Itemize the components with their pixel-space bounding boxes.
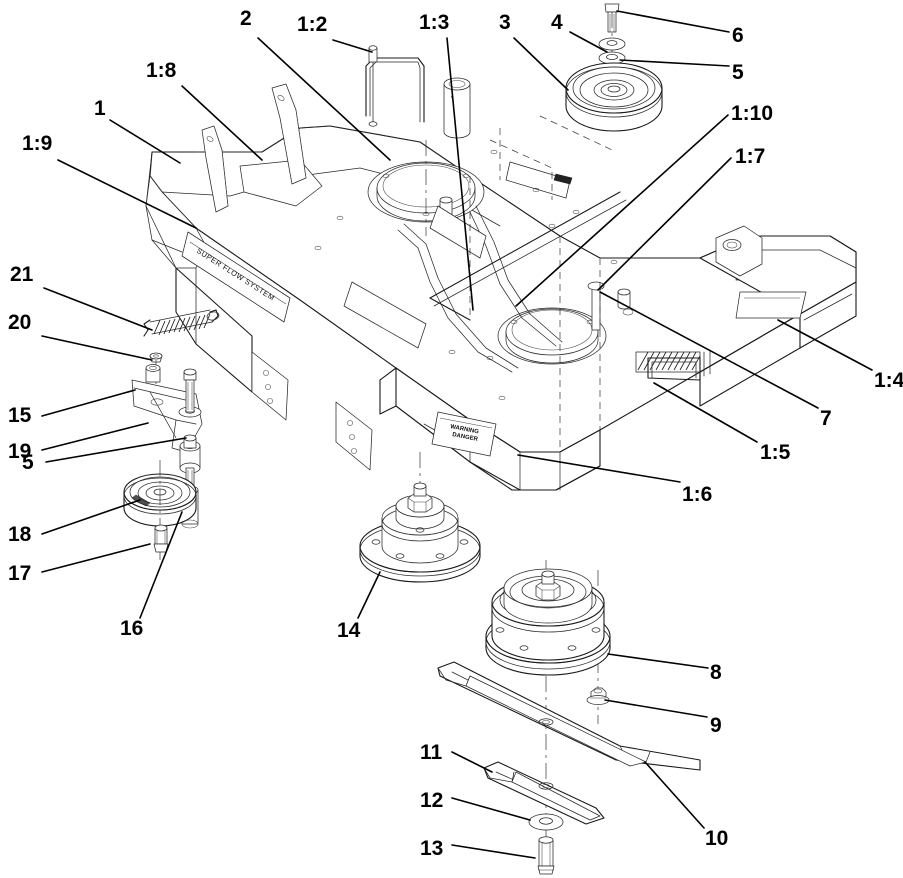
deck-mount-tabs-left [201,83,307,213]
mower-deck-assembly: SUPER FLOW SYSTEM [145,45,857,491]
callout-label-20: 20 [8,311,32,334]
leader-line-18 [41,499,141,535]
callout-label-21: 21 [10,263,34,286]
callout-label-2: 2 [240,7,252,30]
leader-line-4 [569,31,608,53]
deck-cylinder-post [443,77,471,139]
flat-idler-pulley-stack [565,3,663,132]
warning-decal-line1: WARNING [450,424,480,435]
leader-line-10 [644,761,705,829]
deck-hanger-plate-mid [335,401,373,471]
leader-line-1-8 [181,85,263,161]
leader-line-15 [41,389,136,417]
deck-construction-lines [469,115,613,452]
callout-label-5: 5 [22,451,34,474]
deck-hanger-plate-left [251,351,289,421]
leader-line-3 [513,37,569,91]
leader-line-19 [41,422,149,451]
mower-blade-10 [437,661,701,771]
callout-label-10: 10 [705,827,729,850]
spindle-assembly-14 [359,452,481,583]
callout-leader-lines [41,10,873,859]
leader-line-13 [451,844,536,859]
leader-line-21 [43,287,153,331]
leader-line-7 [599,291,819,409]
leader-line-1-6 [517,454,681,483]
callout-label-19: 19 [8,440,32,463]
leader-line-20 [41,335,153,361]
callout-label-12: 12 [420,789,444,812]
callout-label-11: 11 [420,741,443,764]
deck-internal-baffles [397,191,627,373]
callout-label-13: 13 [420,837,444,860]
deck-wear-strip-grille [635,349,711,381]
callout-label-1-6: 1:6 [682,483,713,506]
spring-anchor-nut-20 [149,352,163,363]
spindle-pulley-8 [485,568,611,676]
deck-holes [314,149,618,401]
callout-label-1-2: 1:2 [297,13,328,36]
flange-nut-9 [586,687,610,705]
leader-line-8 [607,653,709,669]
leader-line-5 [619,59,730,67]
callout-label-8: 8 [710,661,722,684]
callout-label-15: 15 [8,404,32,427]
leader-line-12 [451,797,531,821]
callout-label-3: 3 [499,11,511,34]
leader-line-16 [139,511,183,619]
hex-bolt-17 [153,524,169,553]
lock-washer-5 [598,51,626,65]
callout-label-18: 18 [8,523,32,546]
idler-arm-bracket-15 [131,364,203,453]
leader-line-9 [604,699,708,718]
leader-line-6 [616,10,730,33]
callout-label-1-5: 1:5 [760,441,791,464]
callout-label-14: 14 [337,619,361,642]
leader-line-1-10 [515,114,729,307]
callout-label-1-10: 1:10 [731,102,774,125]
deck-bent-rod [365,57,425,123]
leader-line-1-7 [597,157,732,291]
deck-right-wing [622,225,857,407]
callout-label-4: 4 [551,11,563,34]
leader-line-1 [109,119,181,164]
warning-decal-line2: DANGER [452,432,479,443]
callout-label-1-9: 1:9 [22,132,53,155]
leader-line-2 [257,37,391,161]
callout-label-9: 9 [710,714,722,737]
callout-label-17: 17 [8,562,32,585]
callout-label-1: 1 [94,97,106,120]
spindle-pulley-blade-stack [437,560,701,878]
deck-spindle-opening-right [497,288,631,365]
callout-label-5: 5 [732,61,744,84]
flat-idler-pulley-3 [565,62,663,132]
leader-line-1-5 [653,382,758,443]
leader-line-5 [45,437,187,463]
leader-line-1-4 [777,319,873,371]
leader-line-1-2 [332,39,373,53]
callout-label-6: 6 [732,24,744,47]
idler-arm-assembly [123,309,220,560]
callout-label-1-3: 1:3 [419,11,450,34]
callout-label-1-7: 1:7 [735,145,766,168]
leader-line-14 [357,571,381,619]
blade-bolt-13 [537,836,555,875]
extension-spring-21 [143,309,220,337]
leader-line-1-9 [57,159,197,229]
deck-spindle-opening-left [367,140,485,236]
callout-label-1-4: 1:4 [874,369,903,392]
leader-line-17 [41,543,151,573]
warning-decal: WARNING DANGER [431,411,497,457]
leader-line-1-3 [446,37,474,311]
flat-washer-4 [598,37,626,51]
callout-label-7: 7 [820,407,832,430]
leader-line-11 [451,751,493,773]
callout-label-1-8: 1:8 [146,59,177,82]
blade-washer-12 [528,813,564,831]
callout-label-16: 16 [120,617,144,640]
mower-blade-11 [483,761,605,825]
